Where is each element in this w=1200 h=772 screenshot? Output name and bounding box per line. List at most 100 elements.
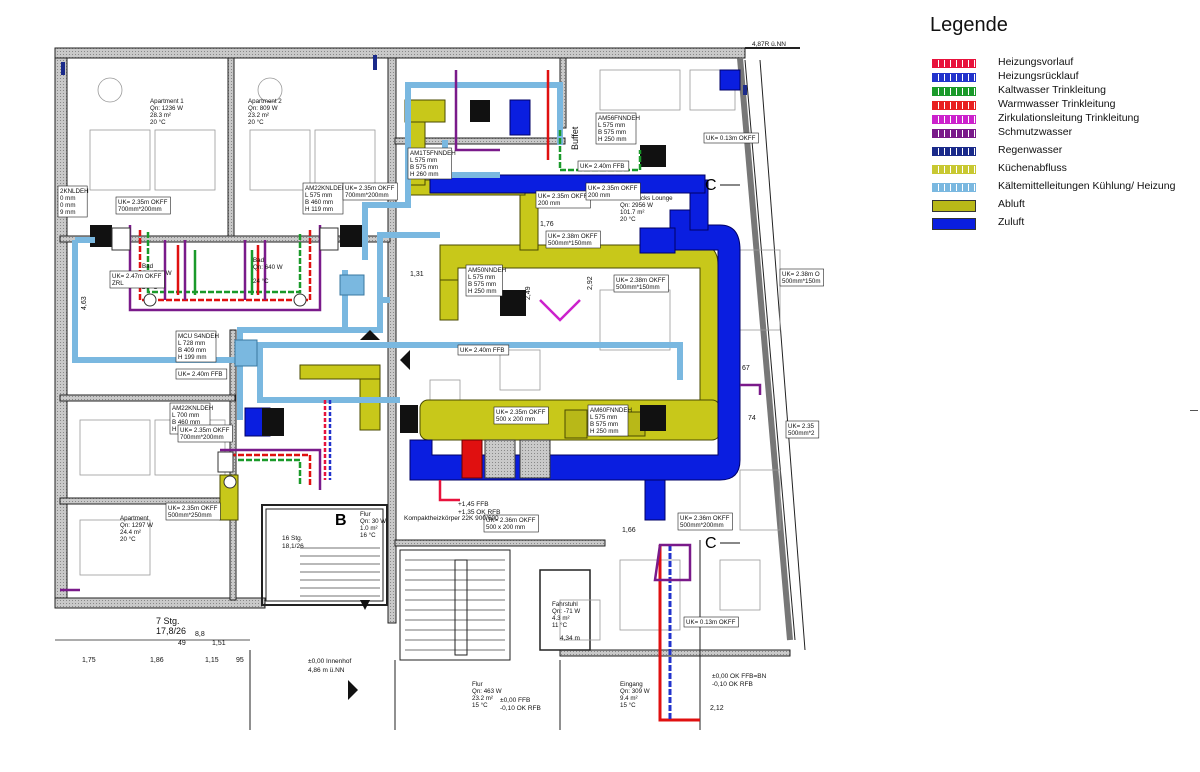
label-box xyxy=(785,420,820,439)
note-n_buffet: Buffet xyxy=(570,126,580,150)
label-line: 15 °C xyxy=(472,702,488,709)
label-line: Apartment xyxy=(120,515,149,522)
note-n_ffb2: +1,35 OK RFB xyxy=(458,509,500,516)
ducts-label-d17: UK= 2.40m FFB xyxy=(175,368,228,380)
label-line: UK= 2.35m OKFF xyxy=(345,185,395,192)
label-line: UK= 2.38m OKFF xyxy=(548,233,598,240)
label-line: 200 mm xyxy=(588,192,610,199)
label-line: 500mm*200mm xyxy=(680,522,724,529)
label-line: L 575 mm xyxy=(468,274,495,281)
dimension-label: 95 xyxy=(236,657,244,664)
grey-grilles xyxy=(461,439,551,479)
label-box xyxy=(677,512,733,531)
label-line: 23.2 m² xyxy=(472,695,493,702)
label-line: 500 x 200 mm xyxy=(486,524,525,531)
label-line: 1.0 m² xyxy=(360,525,378,532)
note-n_rfb3: -0,10 OK RFB xyxy=(500,705,541,712)
label-line: 0 mm xyxy=(60,202,75,209)
note-n_stg2: 16 Stg. xyxy=(282,535,303,542)
label-line: 4.3 m² xyxy=(552,615,570,622)
label-line: 0 mm xyxy=(60,195,75,202)
legend-swatch xyxy=(932,87,976,96)
label-line: UK= 2.40m FFB xyxy=(178,371,223,378)
label-line: Qn: 1297 W xyxy=(120,522,153,529)
zuluft-duct xyxy=(244,69,741,521)
legend-swatch xyxy=(932,147,976,156)
label-line: H 250 mm xyxy=(468,288,497,295)
fan-units xyxy=(90,100,666,436)
label-line: AM22KNLDEH xyxy=(172,405,213,412)
label-box xyxy=(165,502,221,521)
label-box xyxy=(342,182,398,201)
label-line: UK= 0.13m OKFF xyxy=(706,135,756,142)
label-line: AM60FNNDEH xyxy=(590,407,632,414)
label-line: 500 x 200 mm xyxy=(496,416,535,423)
label-line: B 409 mm xyxy=(178,347,206,354)
label-box xyxy=(115,196,171,215)
label-line: UK= 2.35m OKFF xyxy=(168,505,218,512)
label-line: L 575 mm xyxy=(598,122,625,129)
label-line: H 250 mm xyxy=(590,428,619,435)
label-line: UK= 2.35m OKFF xyxy=(496,409,546,416)
note-n_ffb1: +1,45 FFB xyxy=(458,501,489,508)
note-n_434: 4,34 m xyxy=(560,635,580,642)
ducts-label-d18: UK= 0.13m OKFF xyxy=(703,132,759,144)
label-line: UK= 2.47m OKFF xyxy=(112,273,162,280)
label-line: L 700 mm xyxy=(172,412,199,419)
note-n_top: 4,87R ü.NN xyxy=(752,41,786,48)
label-line: Frühstücks Lounge xyxy=(620,195,673,202)
legend-swatch xyxy=(932,218,976,230)
refrigerant-boxes xyxy=(234,274,365,367)
legend-item: Warmwasser Trinkleitung xyxy=(932,98,1196,112)
label-line: 700mm*200mm xyxy=(345,192,389,199)
label-line: 2KNLDEH xyxy=(60,188,89,195)
label-line: 16 °C xyxy=(360,532,376,539)
dimension-label: 1,76 xyxy=(540,221,554,228)
label-box xyxy=(779,268,824,287)
label-box xyxy=(493,406,549,425)
label-line: MCU S4NDEH xyxy=(178,333,219,340)
legend-label: Zirkulationsleitung Trinkleitung xyxy=(998,112,1140,124)
legend-item: Küchenabfluss xyxy=(932,162,1196,176)
label-line: 9.4 m² xyxy=(620,695,638,702)
note-n_kompakt: Kompaktheizkörper 22K 900/600 xyxy=(404,515,499,522)
legend-swatch xyxy=(932,115,976,124)
label-line: AM22KNLDEH xyxy=(305,185,346,192)
label-line: 500mm*150mm xyxy=(548,240,592,247)
label-box xyxy=(683,616,739,628)
label-line: B 460 mm xyxy=(305,199,333,206)
label-line: Flur xyxy=(360,511,371,518)
note-n_stg: 7 Stg. xyxy=(156,616,180,626)
legend-label: Küchenabfluss xyxy=(998,162,1067,174)
label-box xyxy=(585,182,641,201)
label-line: UK= 2.35m OKFF xyxy=(180,427,230,434)
label-line: 9 mm xyxy=(60,209,75,216)
legend-item: Zuluft xyxy=(932,216,1196,230)
label-line: H 199 mm xyxy=(178,354,207,361)
marker-c-top: C xyxy=(705,177,717,194)
label-line: 24.4 m² xyxy=(120,529,141,536)
label-line: UK= 2.40m FFB xyxy=(460,347,505,354)
label-line: Apartment 1 xyxy=(150,98,184,105)
legend-label: Kaltwasser Trinkleitung xyxy=(998,84,1106,96)
label-line: 200 mm xyxy=(538,200,560,207)
note-n_innen: ±0,00 Innenhof xyxy=(308,658,352,665)
legend-item: Heizungsrücklauf xyxy=(932,70,1196,84)
